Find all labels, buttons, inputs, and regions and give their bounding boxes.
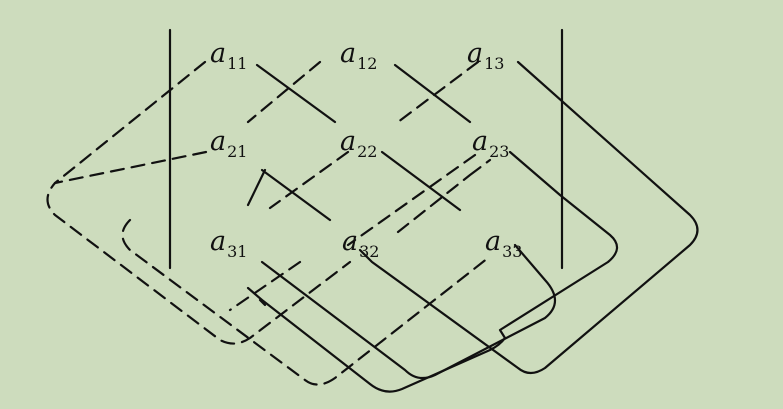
element-a33: a33 bbox=[485, 226, 523, 261]
element-a11: a11 bbox=[210, 38, 248, 73]
element-a21: a21 bbox=[210, 126, 248, 161]
element-a32: a32 bbox=[342, 226, 380, 261]
solid-diagonal-third bbox=[258, 60, 699, 375]
element-a13: a13 bbox=[467, 38, 505, 73]
element-a23: a23 bbox=[472, 126, 510, 161]
dashed-diagonal-third bbox=[53, 60, 477, 312]
dashed-diagonal-main bbox=[121, 60, 490, 386]
element-a31: a31 bbox=[210, 226, 248, 261]
dashed-diagonal-second bbox=[46, 60, 492, 345]
element-a22: a22 bbox=[340, 126, 378, 161]
element-a12: a12 bbox=[340, 38, 378, 73]
